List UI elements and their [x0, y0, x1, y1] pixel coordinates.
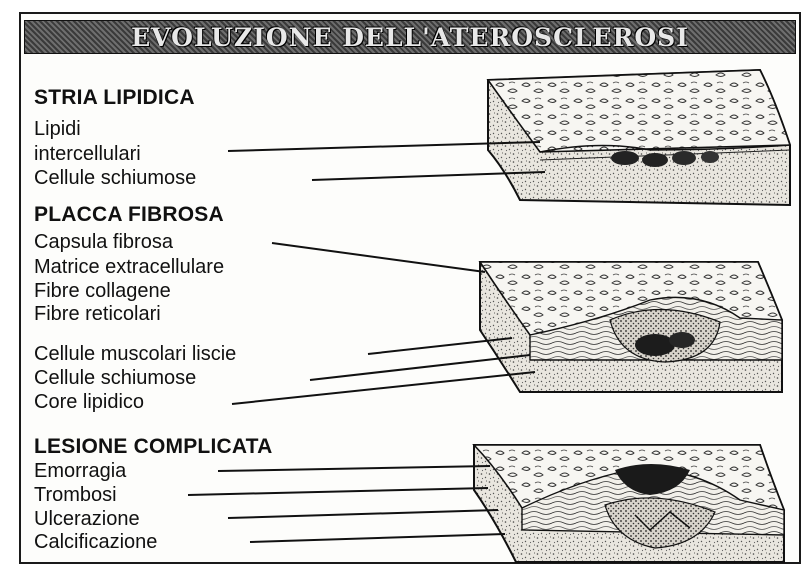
leader-core-lipidico [232, 372, 535, 404]
leader-calcificazione [250, 534, 505, 542]
leader-trombosi [188, 488, 488, 495]
leader-capsula-fibrosa [272, 243, 485, 272]
leader-ulcerazione [228, 510, 498, 518]
leader-emorragia [218, 466, 490, 471]
artery-lesione-complicata [474, 445, 784, 562]
artery-stria-lipidica [488, 70, 790, 205]
